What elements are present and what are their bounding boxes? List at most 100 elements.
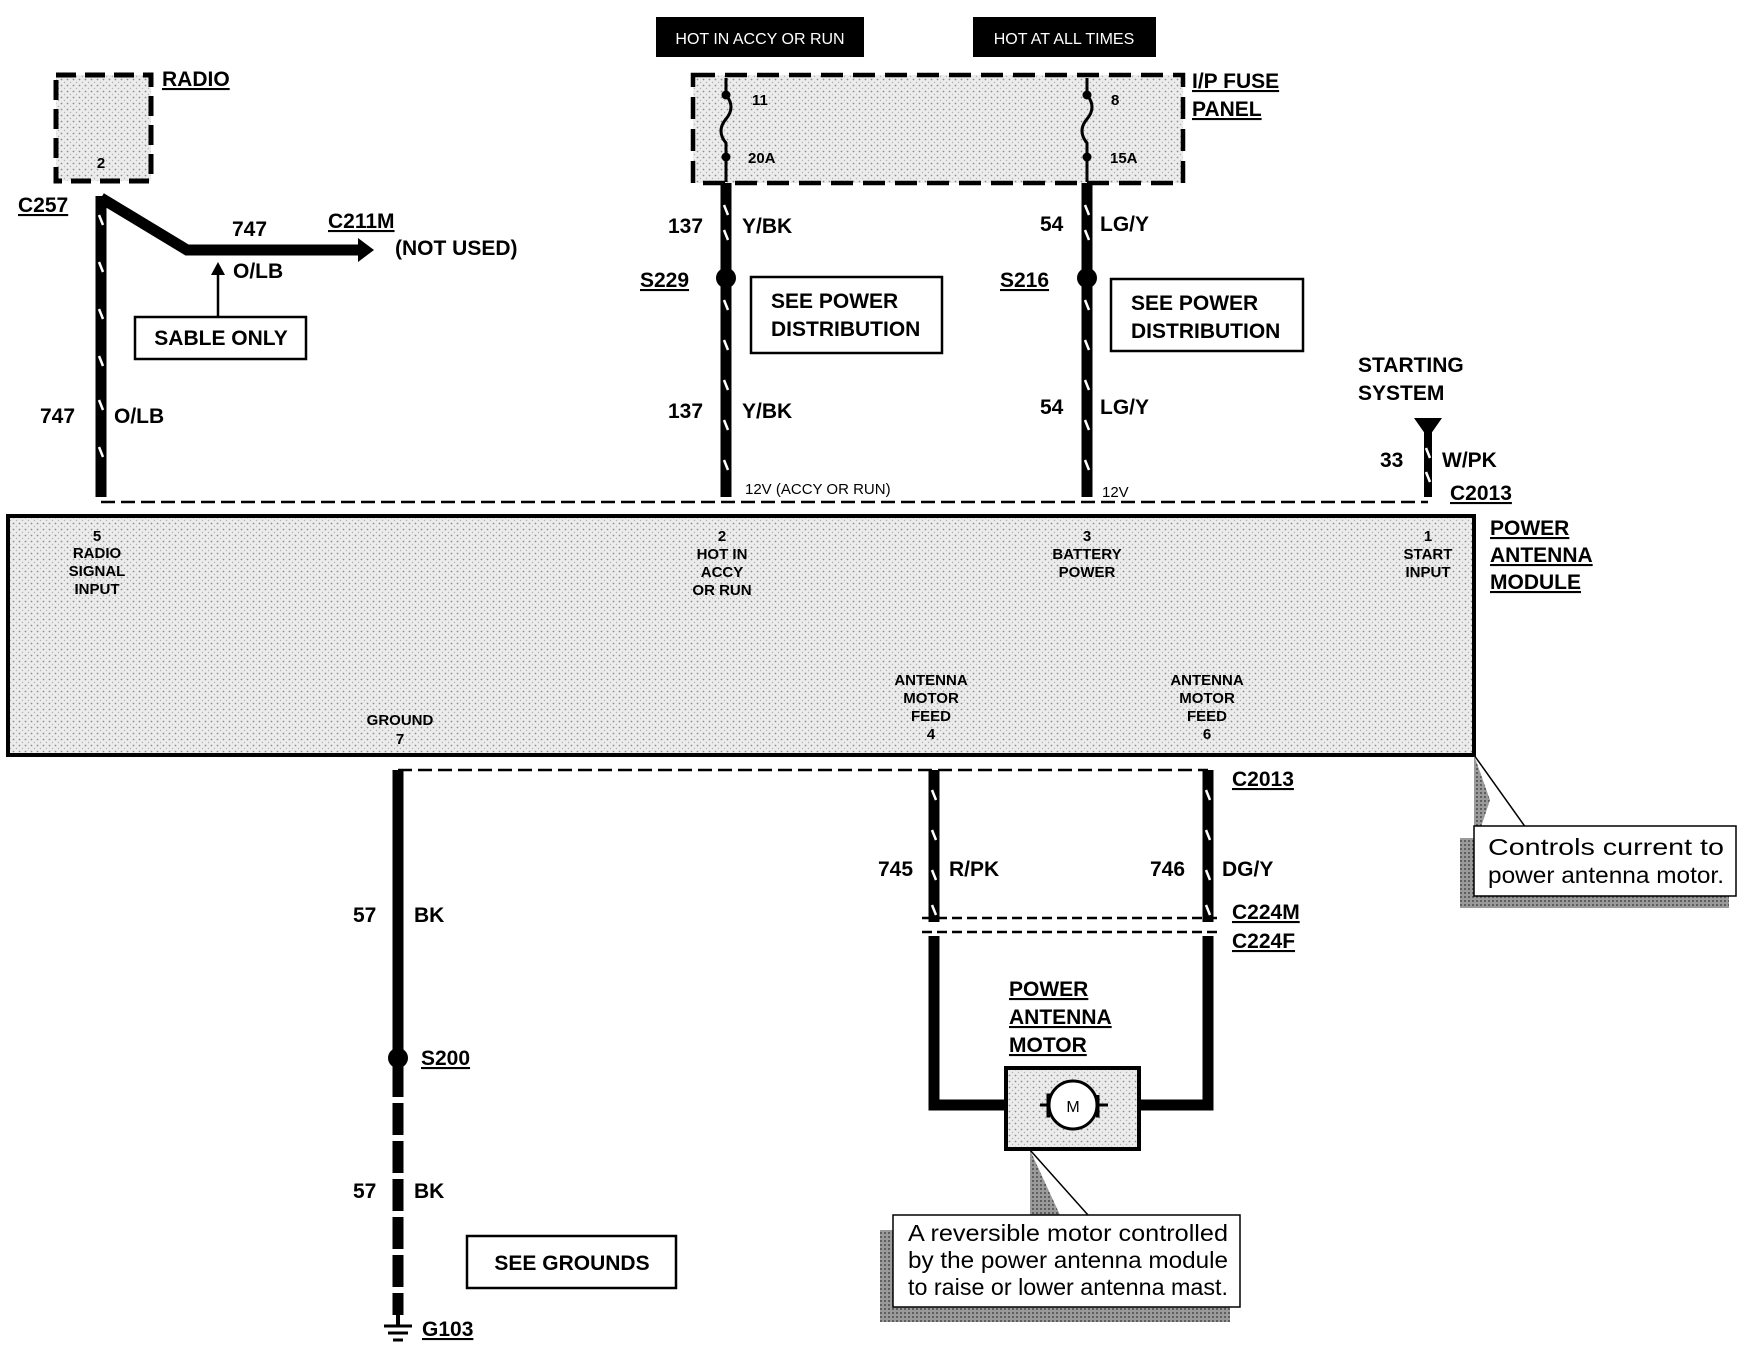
pin-1-label-1: START	[1404, 546, 1453, 563]
wire-137-lower-circuit: 137	[668, 400, 703, 423]
wire-747-top	[98, 193, 364, 256]
fuse-11-number: 11	[752, 92, 768, 109]
svg-text:HOT IN ACCY OR RUN: HOT IN ACCY OR RUN	[675, 31, 844, 48]
wire-57-lower-circuit: 57	[353, 1180, 376, 1203]
wire-746-color: DG/Y	[1222, 858, 1273, 881]
wire-745-motor	[928, 936, 1008, 1111]
pin-6-label-3: FEED	[1187, 708, 1227, 725]
fuse-panel: I/P FUSE PANEL 11 20A 8 15A	[690, 70, 1279, 186]
fuse-8-number: 8	[1111, 92, 1119, 109]
motor-symbol-letter: M	[1066, 1099, 1079, 1116]
pin-2-number: 2	[718, 528, 726, 545]
splice-s200: S200	[421, 1047, 470, 1070]
wire-57-lower-color: BK	[414, 1180, 444, 1203]
wires	[95, 183, 1442, 1342]
motor-title-3: MOTOR	[1009, 1034, 1087, 1057]
pin-3-label-2: POWER	[1059, 564, 1116, 581]
svg-text:DISTRIBUTION: DISTRIBUTION	[1131, 320, 1280, 343]
wire-745-color: R/PK	[949, 858, 999, 881]
pin-4-label-2: MOTOR	[903, 690, 959, 707]
svg-text:SEE GROUNDS: SEE GROUNDS	[494, 1252, 649, 1275]
connector-c224m: C224M	[1232, 901, 1300, 924]
fuse-panel-title-2: PANEL	[1192, 98, 1262, 121]
wire-57-upper-circuit: 57	[353, 904, 376, 927]
fuse-8-rating: 15A	[1110, 150, 1138, 167]
svg-text:to raise or lower antenna mast: to raise or lower antenna mast.	[908, 1274, 1228, 1300]
see-power-distribution-box-2: SEE POWER DISTRIBUTION	[1109, 277, 1305, 353]
voltage-accy-label: 12V (ACCY OR RUN)	[745, 481, 891, 498]
starting-system-2: SYSTEM	[1358, 382, 1444, 405]
radio-pin: 2	[97, 155, 105, 172]
power-antenna-module: POWER ANTENNA MODULE 5 RADIO SIGNAL INPU…	[6, 514, 1593, 757]
wire-54-lower-color: LG/Y	[1100, 396, 1149, 419]
connector-c257: C257	[18, 194, 68, 217]
pin-2-label-1: HOT IN	[697, 546, 748, 563]
ground-g103: G103	[422, 1318, 473, 1341]
splice-s216-dot	[1077, 268, 1097, 288]
pin-4-label-3: FEED	[911, 708, 951, 725]
pin-6-label-2: MOTOR	[1179, 690, 1235, 707]
svg-text:SEE POWER: SEE POWER	[1131, 292, 1258, 315]
callout-motor: A reversible motor controlled by the pow…	[880, 1149, 1241, 1322]
radio-component: RADIO 2 C257	[18, 68, 230, 217]
connector-c2013-bottom: C2013	[1232, 768, 1294, 791]
pin-1-label-2: INPUT	[1406, 564, 1451, 581]
sable-only-box: SABLE ONLY	[133, 315, 308, 361]
pin-2-label-3: OR RUN	[692, 582, 751, 599]
motor-title-1: POWER	[1009, 978, 1088, 1001]
fuse-11-rating: 20A	[748, 150, 776, 167]
wire-747-left-color: O/LB	[114, 405, 164, 428]
pin-7-label: GROUND	[367, 712, 434, 729]
banner-hot-all-times: HOT AT ALL TIMES	[973, 17, 1156, 57]
svg-text:Controls current to: Controls current to	[1488, 834, 1724, 860]
motor-title-2: ANTENNA	[1009, 1006, 1112, 1029]
fuse-panel-title: I/P FUSE	[1192, 70, 1279, 93]
see-power-distribution-box-1: SEE POWER DISTRIBUTION	[749, 275, 944, 355]
wire-745-circuit: 745	[878, 858, 913, 881]
module-title-1: POWER	[1490, 517, 1569, 540]
connector-c2013-top: C2013	[1450, 482, 1512, 505]
wire-137-upper-circuit: 137	[668, 215, 703, 238]
wire-labels: 747 O/LB C211M (NOT USED) 747 O/LB 137 Y…	[40, 210, 1512, 1341]
module-title-3: MODULE	[1490, 571, 1581, 594]
svg-text:SABLE ONLY: SABLE ONLY	[154, 327, 287, 350]
fuse-8-symbol	[1080, 78, 1094, 182]
wire-747-left-circuit: 747	[40, 405, 75, 428]
wire-54-lower-circuit: 54	[1040, 396, 1064, 419]
ground-symbol	[384, 1315, 412, 1342]
pin-4-number: 4	[927, 726, 936, 743]
wire-57-upper-color: BK	[414, 904, 444, 927]
pin-6-label-1: ANTENNA	[1170, 672, 1243, 689]
c224-connector-lines	[922, 916, 1220, 934]
starting-system-1: STARTING	[1358, 354, 1464, 377]
svg-text:by the power antenna module: by the power antenna module	[908, 1247, 1228, 1273]
svg-text:power antenna motor.: power antenna motor.	[1488, 862, 1724, 888]
wire-747-top-color: O/LB	[233, 260, 283, 283]
splice-s229-dot	[716, 268, 736, 288]
svg-text:A reversible motor controlled: A reversible motor controlled	[908, 1220, 1228, 1246]
pin-3-label-1: BATTERY	[1052, 546, 1121, 563]
module-title-2: ANTENNA	[1490, 544, 1593, 567]
wire-33-circuit: 33	[1380, 449, 1403, 472]
wire-137-upper-color: Y/BK	[742, 215, 792, 238]
see-grounds-box: SEE GROUNDS	[465, 1234, 678, 1290]
wire-137-lower-color: Y/BK	[742, 400, 792, 423]
pin-6-number: 6	[1203, 726, 1211, 743]
wire-747-top-circuit: 747	[232, 218, 267, 241]
power-antenna-motor: POWER ANTENNA MOTOR M	[1004, 978, 1141, 1151]
callout-module: Controls current to power antenna motor.	[1460, 754, 1737, 908]
wire-54-upper-color: LG/Y	[1100, 213, 1149, 236]
pin-5-number: 5	[93, 528, 101, 545]
motor-symbol-circle	[1047, 1079, 1099, 1131]
pin-2-label-2: ACCY	[701, 564, 744, 581]
pin-1-number: 1	[1424, 528, 1432, 545]
starting-system-arrow	[1414, 418, 1442, 438]
splice-s216: S216	[1000, 269, 1049, 292]
svg-text:DISTRIBUTION: DISTRIBUTION	[771, 318, 920, 341]
pin-5-label-1: RADIO	[73, 545, 122, 562]
c211m-note: (NOT USED)	[395, 237, 518, 260]
radio-title: RADIO	[162, 68, 230, 91]
wire-54-upper-circuit: 54	[1040, 213, 1064, 236]
svg-text:HOT AT ALL TIMES: HOT AT ALL TIMES	[994, 31, 1135, 48]
connector-c211m: C211M	[328, 210, 395, 233]
